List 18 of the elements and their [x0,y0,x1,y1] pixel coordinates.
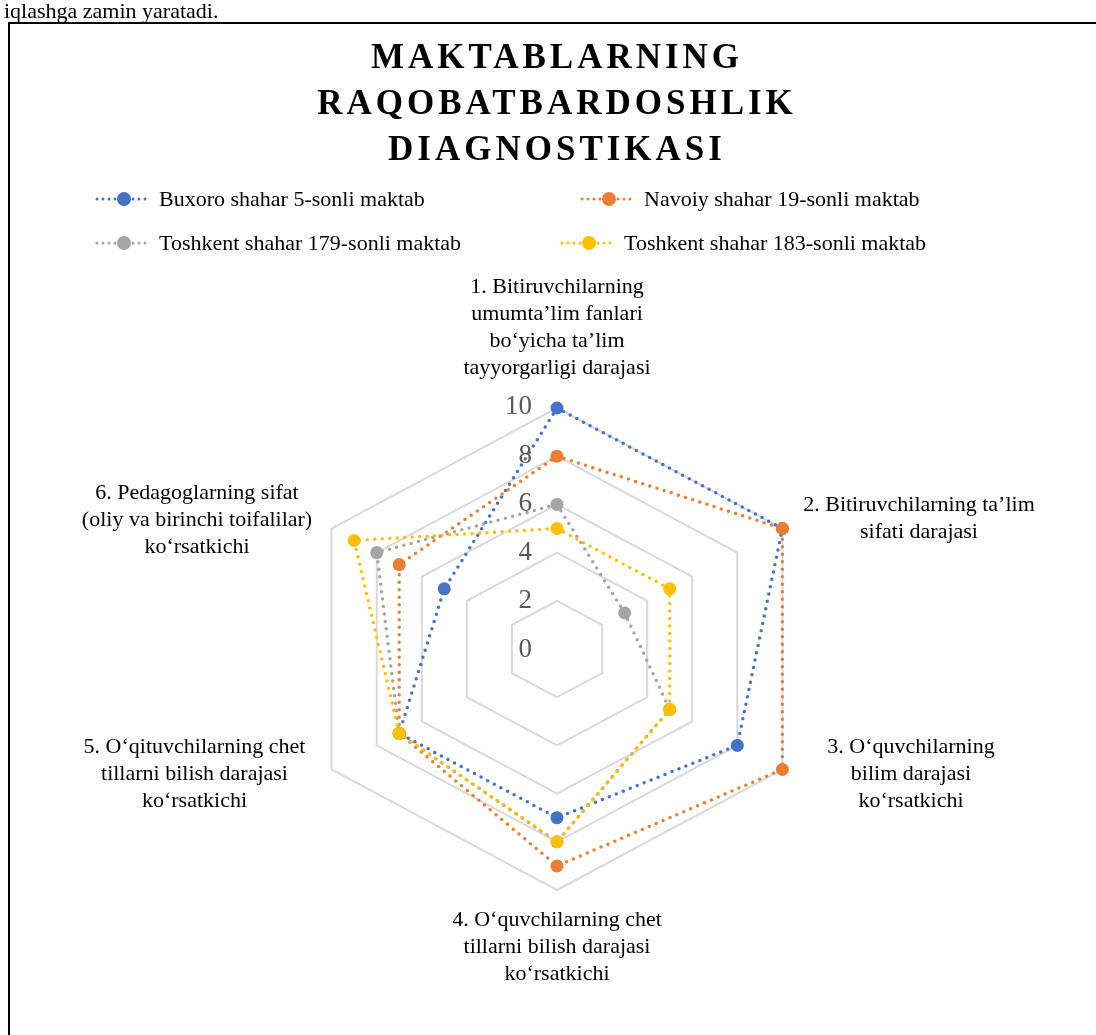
tick-label: 6 [517,488,532,516]
legend-label: Navoiy shahar 19-sonli maktab [644,186,920,212]
tick-label: 0 [517,634,532,662]
legend-label: Buxoro shahar 5-sonli maktab [159,186,425,212]
body-text: iqlashga zamin yaratadi. [4,0,219,22]
axis-label: 2. Bitiruvchilarning ta’lim sifati darajasi [802,490,1036,544]
tick-label: 4 [517,537,532,565]
legend-label: Toshkent shahar 179-sonli maktab [159,230,462,256]
tick-label: 8 [517,440,532,468]
axis-label: 1. Bitiruvchilarning umumta’lim fanlari bo‘yicha ta’lim tayyorgarligi darajasi [462,272,652,380]
chart-title: MAKTABLARNING RAQOBATBARDOSHLIK DIAGNOSTIKASI [316,36,798,170]
axis-label: 5. O‘qituvchilarning chet tillarni bilish darajasi ko‘rsatkichi [82,732,307,813]
axis-label: 4. O‘quvchilarning chet tillarni bilish darajasi ko‘rsatkichi [451,905,663,986]
axis-label: 3. O‘quvchilarning bilim darajasi ko‘rsatkichi [826,732,996,813]
axis-label: 6. Pedagoglarning sifat (oliy va birinchi toifalilar) ko‘rsatkichi [80,478,314,559]
tick-label: 2 [517,585,532,613]
tick-label: 10 [504,391,532,419]
legend-label: Toshkent shahar 183-sonli maktab [624,230,927,256]
